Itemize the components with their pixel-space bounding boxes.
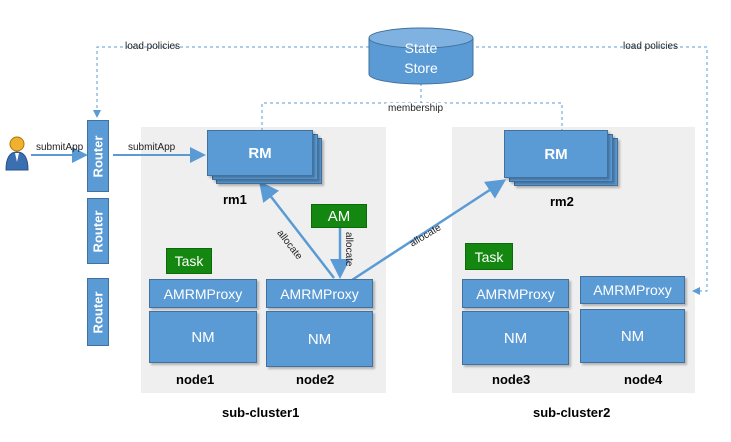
rm2-name: rm2 bbox=[550, 194, 574, 209]
submit-user-label: submitApp bbox=[36, 142, 84, 153]
node1-task-label: Task bbox=[174, 253, 204, 269]
load-policies-right-line bbox=[476, 46, 708, 295]
node2-amrmproxy: AMRMProxy bbox=[266, 279, 373, 308]
node2-amrmproxy-label: AMRMProxy bbox=[280, 285, 359, 302]
load-policies-right-label: load policies bbox=[623, 41, 679, 52]
router-2-label: Router bbox=[90, 210, 106, 252]
node4-name: node4 bbox=[624, 372, 663, 387]
sub-cluster1-label: sub-cluster1 bbox=[222, 405, 300, 420]
router-3: Router bbox=[87, 278, 109, 346]
allocate-am-label: allocate bbox=[343, 232, 354, 267]
node1-name: node1 bbox=[176, 372, 215, 387]
membership-line bbox=[261, 102, 563, 131]
node3-task-label: Task bbox=[474, 248, 504, 265]
rm1-box: RM bbox=[207, 130, 313, 176]
node1-nm-label: NM bbox=[191, 328, 215, 346]
state-store-cylinder bbox=[368, 27, 474, 85]
router-3-label: Router bbox=[90, 291, 106, 333]
node3-amrmproxy-label: AMRMProxy bbox=[476, 285, 555, 302]
state-store-line1: State bbox=[404, 40, 438, 56]
node1-amrmproxy-label: AMRMProxy bbox=[163, 285, 243, 302]
rm2-box: RM bbox=[504, 130, 608, 178]
node1-nm: NM bbox=[149, 311, 257, 363]
node3-nm-label: NM bbox=[503, 329, 528, 347]
user-icon bbox=[5, 136, 29, 171]
membership-label: membership bbox=[386, 103, 446, 114]
load-policies-left-line bbox=[93, 46, 369, 118]
router-1: Router bbox=[87, 120, 109, 192]
node4-amrmproxy-label: AMRMProxy bbox=[593, 282, 672, 298]
sub-cluster2-label: sub-cluster2 bbox=[533, 405, 611, 420]
node2-nm: NM bbox=[266, 311, 373, 367]
node4-nm-label: NM bbox=[620, 327, 645, 345]
state-store-line2: Store bbox=[404, 60, 438, 76]
node3-task: Task bbox=[465, 243, 513, 270]
node2-nm-label: NM bbox=[307, 330, 332, 348]
state-store-label: State Store bbox=[369, 38, 473, 78]
rm2-label: RM bbox=[544, 145, 568, 163]
node3-amrmproxy: AMRMProxy bbox=[462, 279, 569, 308]
node4-nm: NM bbox=[580, 309, 685, 363]
allocate-rm2-arrow bbox=[351, 179, 507, 282]
node2-name: node2 bbox=[296, 372, 335, 387]
rm1-label: RM bbox=[248, 144, 272, 162]
router-2: Router bbox=[87, 198, 109, 264]
load-policies-left-label: load policies bbox=[125, 41, 181, 52]
am-box: AM bbox=[311, 204, 367, 228]
node3-nm: NM bbox=[462, 311, 569, 365]
node1-task: Task bbox=[166, 248, 212, 274]
rm1-name: rm1 bbox=[223, 192, 247, 207]
node4-amrmproxy: AMRMProxy bbox=[580, 276, 685, 304]
allocate-rm1-arrow bbox=[258, 181, 335, 279]
am-label: AM bbox=[327, 207, 351, 225]
submit-router-label: submitApp bbox=[128, 142, 176, 153]
router-1-label: Router bbox=[90, 135, 106, 177]
node3-name: node3 bbox=[492, 372, 531, 387]
node1-amrmproxy: AMRMProxy bbox=[149, 279, 257, 308]
